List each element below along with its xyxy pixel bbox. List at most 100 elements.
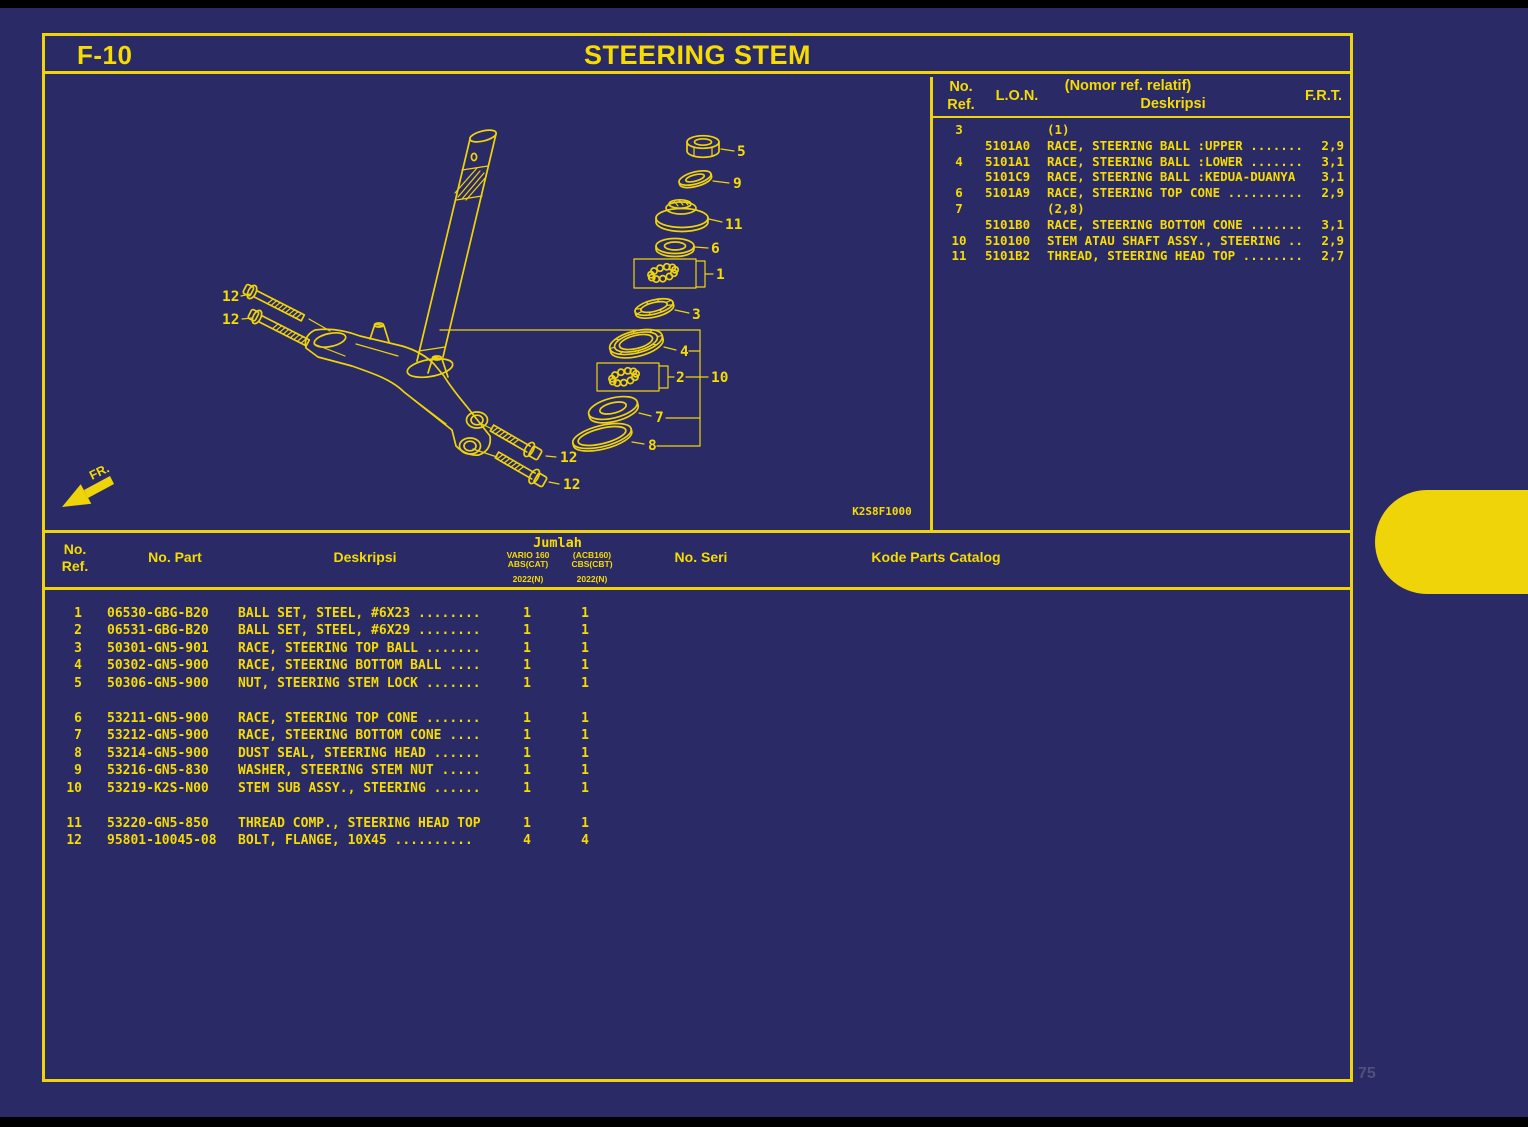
- callout-11: 11: [725, 217, 743, 233]
- callout-12: 12: [563, 477, 580, 493]
- cell-qty-abs: 1: [523, 763, 531, 779]
- ref-cell-frt: 2,9: [1321, 185, 1344, 201]
- cell-no-ref: 11: [66, 815, 82, 831]
- callout-7: 7: [655, 410, 664, 426]
- part-ball-set-upper: [633, 258, 697, 289]
- cell-qty-cbs: 1: [581, 728, 589, 744]
- part-top-cone-race: [655, 237, 695, 258]
- ref-col-desc: Deskripsi: [1140, 96, 1206, 112]
- ref-table-row: 3 (1): [933, 122, 1350, 138]
- ref-cell-frt: 2,9: [1321, 137, 1344, 153]
- ref-cell-desc: (1): [1047, 122, 1070, 137]
- page-code: F-10: [77, 40, 133, 70]
- reference-table: No. Ref. L.O.N. (Nomor ref. relatif) Des…: [930, 77, 1350, 530]
- cell-qty-cbs: 1: [581, 815, 589, 831]
- ref-cell-lon: 510100: [985, 232, 1031, 248]
- ref-cell-desc: (2,8): [1047, 200, 1085, 216]
- ref-cell-lon: 5101B0: [985, 216, 1031, 232]
- cell-description: RACE, STEERING BOTTOM BALL ....: [238, 658, 481, 674]
- ref-cell-desc: RACE, STEERING TOP CONE ..........: [1047, 185, 1303, 201]
- callout-numbers: 5 9 11 6 1 3 4 2 10 7 8 12 12 12 12: [222, 144, 746, 493]
- cell-qty-abs: 1: [523, 745, 531, 761]
- cell-description: BOLT, FLANGE, 10X45 ..........: [238, 833, 473, 849]
- ref-cell-no: 7: [955, 200, 963, 216]
- cell-qty-cbs: 1: [581, 780, 589, 796]
- assembly-axis-line: [308, 318, 346, 357]
- col-quantity: Jumlah: [533, 535, 582, 551]
- col-description: Deskripsi: [333, 549, 397, 565]
- cell-no-ref: 5: [74, 675, 82, 691]
- bottom-black-bar: [0, 1117, 1528, 1127]
- ref-cell-no: 4: [955, 153, 963, 169]
- callout-12: 12: [222, 289, 239, 305]
- cell-description: RACE, STEERING TOP CONE .......: [238, 710, 481, 726]
- col-parts-catalog-code: Kode Parts Catalog: [871, 549, 1001, 565]
- cell-part-number: 06531-GBG-B20: [107, 623, 209, 639]
- top-black-bar: [0, 0, 1528, 8]
- cell-qty-abs: 1: [523, 623, 531, 639]
- cell-qty-abs: 1: [523, 640, 531, 656]
- cell-no-ref: 4: [74, 658, 82, 674]
- ref-cell-desc: RACE, STEERING BALL :LOWER .......: [1047, 153, 1303, 169]
- cell-qty-abs: 1: [523, 658, 531, 674]
- flange-bolt: [242, 283, 306, 322]
- ref-cell-frt: 3,1: [1321, 153, 1344, 169]
- ref-cell-frt: 3,1: [1321, 216, 1344, 232]
- cell-qty-abs: 1: [523, 815, 531, 831]
- col-no-ref: Ref.: [61, 558, 89, 574]
- ref-cell-desc: RACE, STEERING BOTTOM CONE .......: [1047, 216, 1303, 232]
- bottom-bracket: [304, 322, 492, 456]
- col-model-2: CBS(CBT): [571, 559, 613, 569]
- ref-cell-no: 6: [955, 185, 963, 201]
- cell-part-number: 53211-GN5-900: [107, 710, 209, 726]
- exploded-diagram: 5 9 11 6 1 3 4 2 10 7 8 12 12 12 12 FR. …: [62, 129, 912, 518]
- callout-3: 3: [692, 307, 701, 323]
- ref-cell-no: 3: [955, 122, 963, 137]
- callout-12: 12: [222, 312, 239, 328]
- ref-col-no: No.: [949, 79, 973, 95]
- cell-description: WASHER, STEERING STEM NUT .....: [238, 763, 481, 779]
- col-model-1: 2022(N): [512, 574, 544, 584]
- ref-col-frt: F.R.T.: [1304, 88, 1342, 104]
- cell-description: THREAD COMP., STEERING HEAD TOP: [238, 815, 481, 831]
- cell-qty-cbs: 1: [581, 745, 589, 761]
- callout-5: 5: [737, 144, 746, 160]
- ref-cell-frt: 2,7: [1321, 248, 1344, 264]
- part-washer: [678, 169, 713, 189]
- cell-qty-abs: 4: [523, 833, 531, 849]
- ref-cell-desc: STEM ATAU SHAFT ASSY., STEERING ..: [1047, 232, 1303, 248]
- title-bar: F-10 STEERING STEM: [45, 36, 1350, 74]
- ref-cell-desc: THREAD, STEERING HEAD TOP ........: [1047, 248, 1303, 264]
- callout-8: 8: [648, 438, 657, 454]
- cell-no-ref: 2: [74, 623, 82, 639]
- ref-cell-lon: 5101C9: [985, 169, 1031, 185]
- cell-qty-cbs: 1: [581, 623, 589, 639]
- cell-part-number: 95801-10045-08: [107, 833, 217, 849]
- stem-shaft: [416, 129, 498, 362]
- cell-part-number: 50301-GN5-901: [107, 640, 209, 656]
- cell-qty-abs: 1: [523, 675, 531, 691]
- ref-cell-frt: 2,9: [1321, 232, 1344, 248]
- flange-bolt: [489, 424, 543, 461]
- page-title: STEERING STEM: [583, 40, 812, 70]
- part-dust-seal: [571, 422, 633, 452]
- cell-part-number: 53216-GN5-830: [107, 763, 209, 779]
- cell-part-number: 53219-K2S-N00: [107, 780, 209, 796]
- cell-description: RACE, STEERING BOTTOM CONE ....: [238, 728, 481, 744]
- cell-part-number: 53212-GN5-900: [107, 728, 209, 744]
- ref-cell-no: 10: [951, 232, 967, 248]
- assembly-axis-line: [472, 422, 498, 458]
- cell-no-ref: 10: [66, 780, 82, 796]
